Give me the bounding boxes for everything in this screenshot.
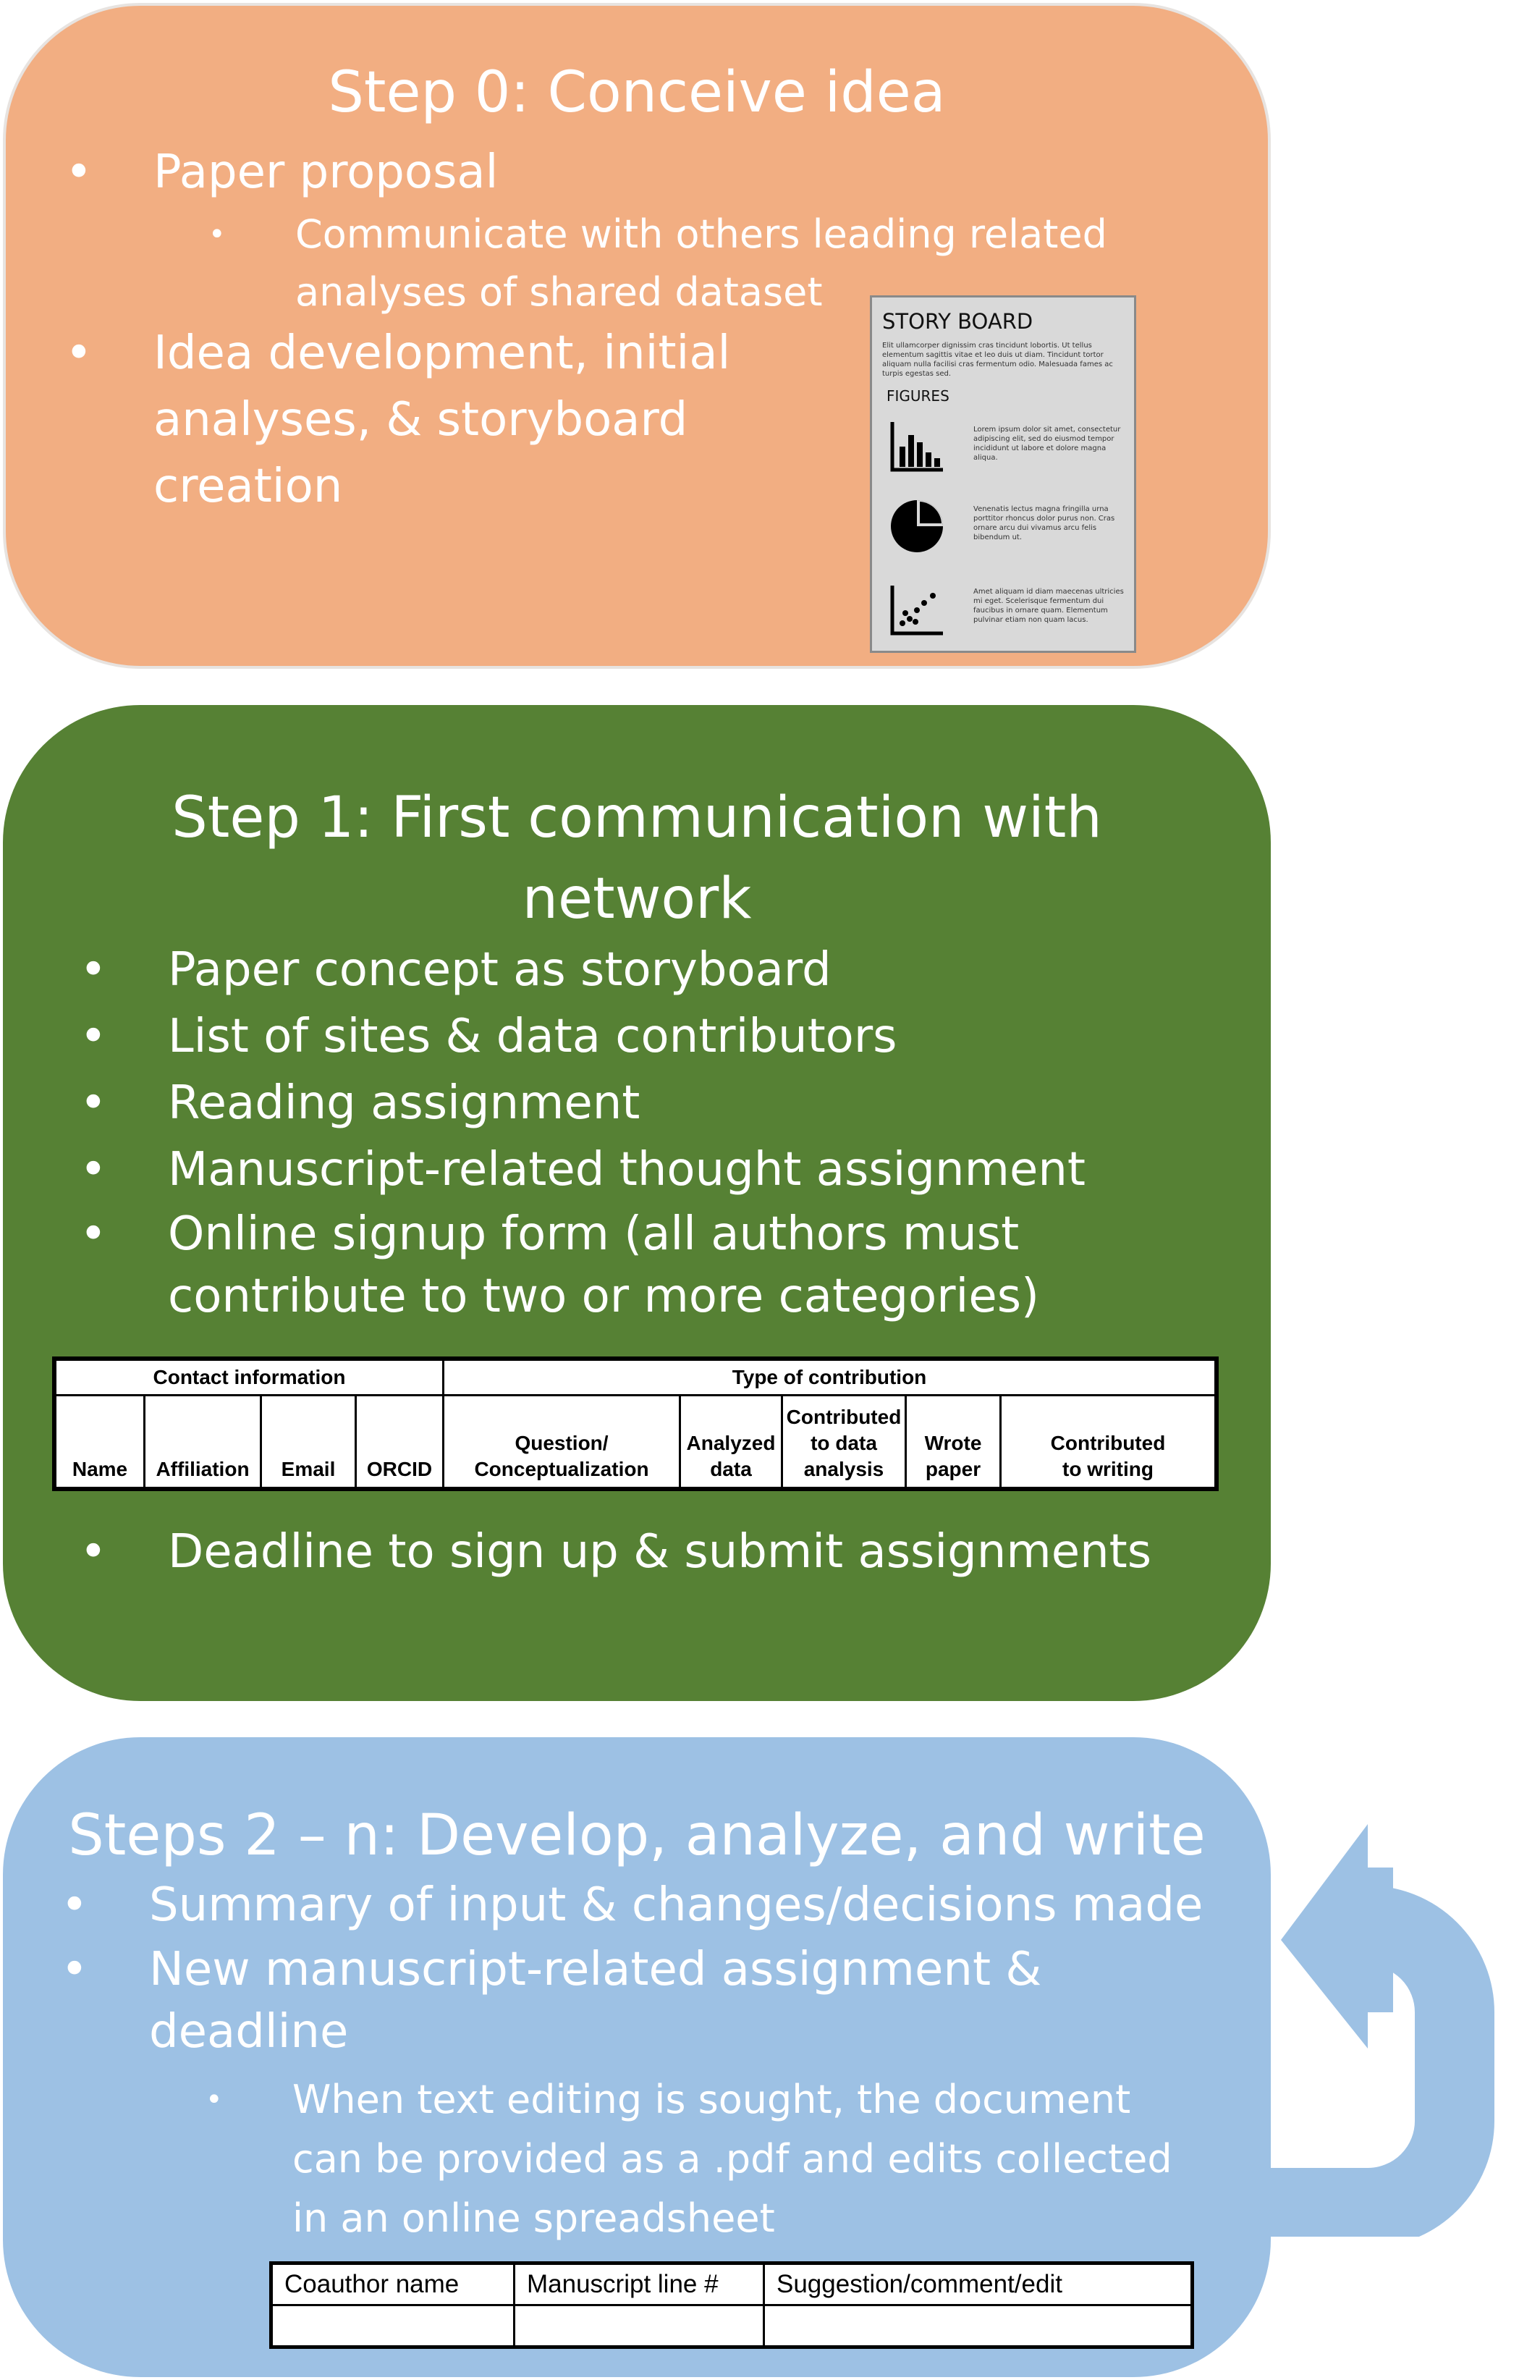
empty-cell [513,2304,765,2348]
storyboard-figures-label: FIGURES [887,387,949,405]
col-coauthor-name: Coauthor name [270,2262,515,2306]
storyboard-title: STORY BOARD [882,309,1033,334]
col-orcid: ORCID [355,1393,444,1490]
empty-cell [763,2304,1193,2348]
scatter-plot-icon [890,586,943,636]
col-name: Name [53,1393,145,1490]
step1-bullet: •Paper concept as storyboard [80,943,832,997]
group-header-contact: Contact information [53,1357,444,1396]
storyboard-thumbnail: STORY BOARD Elit ullamcorper dignissim c… [870,295,1136,653]
empty-cell [270,2304,515,2348]
pie-chart-icon [891,500,943,552]
col-affiliation: Affiliation [143,1393,262,1490]
step2-title: Steps 2 – n: Develop, analyze, and write [68,1803,1206,1868]
bar-chart-icon [890,422,943,472]
group-header-type: Type of contribution [442,1357,1218,1396]
col-manuscript-line: Manuscript line # [513,2262,765,2306]
col-suggestion: Suggestion/comment/edit [763,2262,1193,2306]
step0-bullet-paper-proposal: •Paper proposal [65,145,499,199]
step0-sub-bullet: •Communicate with others leading related… [208,211,1107,315]
step1-bullet: •Manuscript-related thought assignment [80,1143,1086,1197]
step0-title: Step 0: Conceive idea [328,60,946,125]
storyboard-caption-2: Venenatis lectus magna fringilla urna po… [973,505,1115,541]
step1-bullet-deadline: •Deadline to sign up & submit assignment… [80,1525,1152,1579]
col-email: Email [260,1393,357,1490]
step1-bullet: •Reading assignment [80,1076,640,1130]
step2-sub-bullet: •When text editing is sought, the docume… [206,2077,1172,2241]
step1-bullet: •List of sites & data contributors [80,1010,897,1063]
storyboard-text: Elit ullamcorper dignissim cras tincidun… [882,342,1113,378]
step0-box: Step 0: Conceive idea •Paper proposal •C… [3,3,1271,669]
storyboard-caption-1: Lorem ipsum dolor sit amet, consectetur … [973,426,1121,462]
contribution-signup-table: Contact information Type of contribution… [52,1356,1219,1491]
storyboard-caption-3: Amet aliquam id diam maecenas ultricies … [973,588,1124,624]
step2-bullet-summary: •Summary of input & changes/decisions ma… [61,1878,1203,1932]
edit-collection-table: Coauthor name Manuscript line # Suggesti… [269,2261,1194,2349]
col-question: Question/Conceptualization [442,1393,681,1490]
step2-bullet-assignment: •New manuscript-related assignment &dead… [61,1943,1042,2059]
loop-arrow-icon [1259,1824,1494,2237]
